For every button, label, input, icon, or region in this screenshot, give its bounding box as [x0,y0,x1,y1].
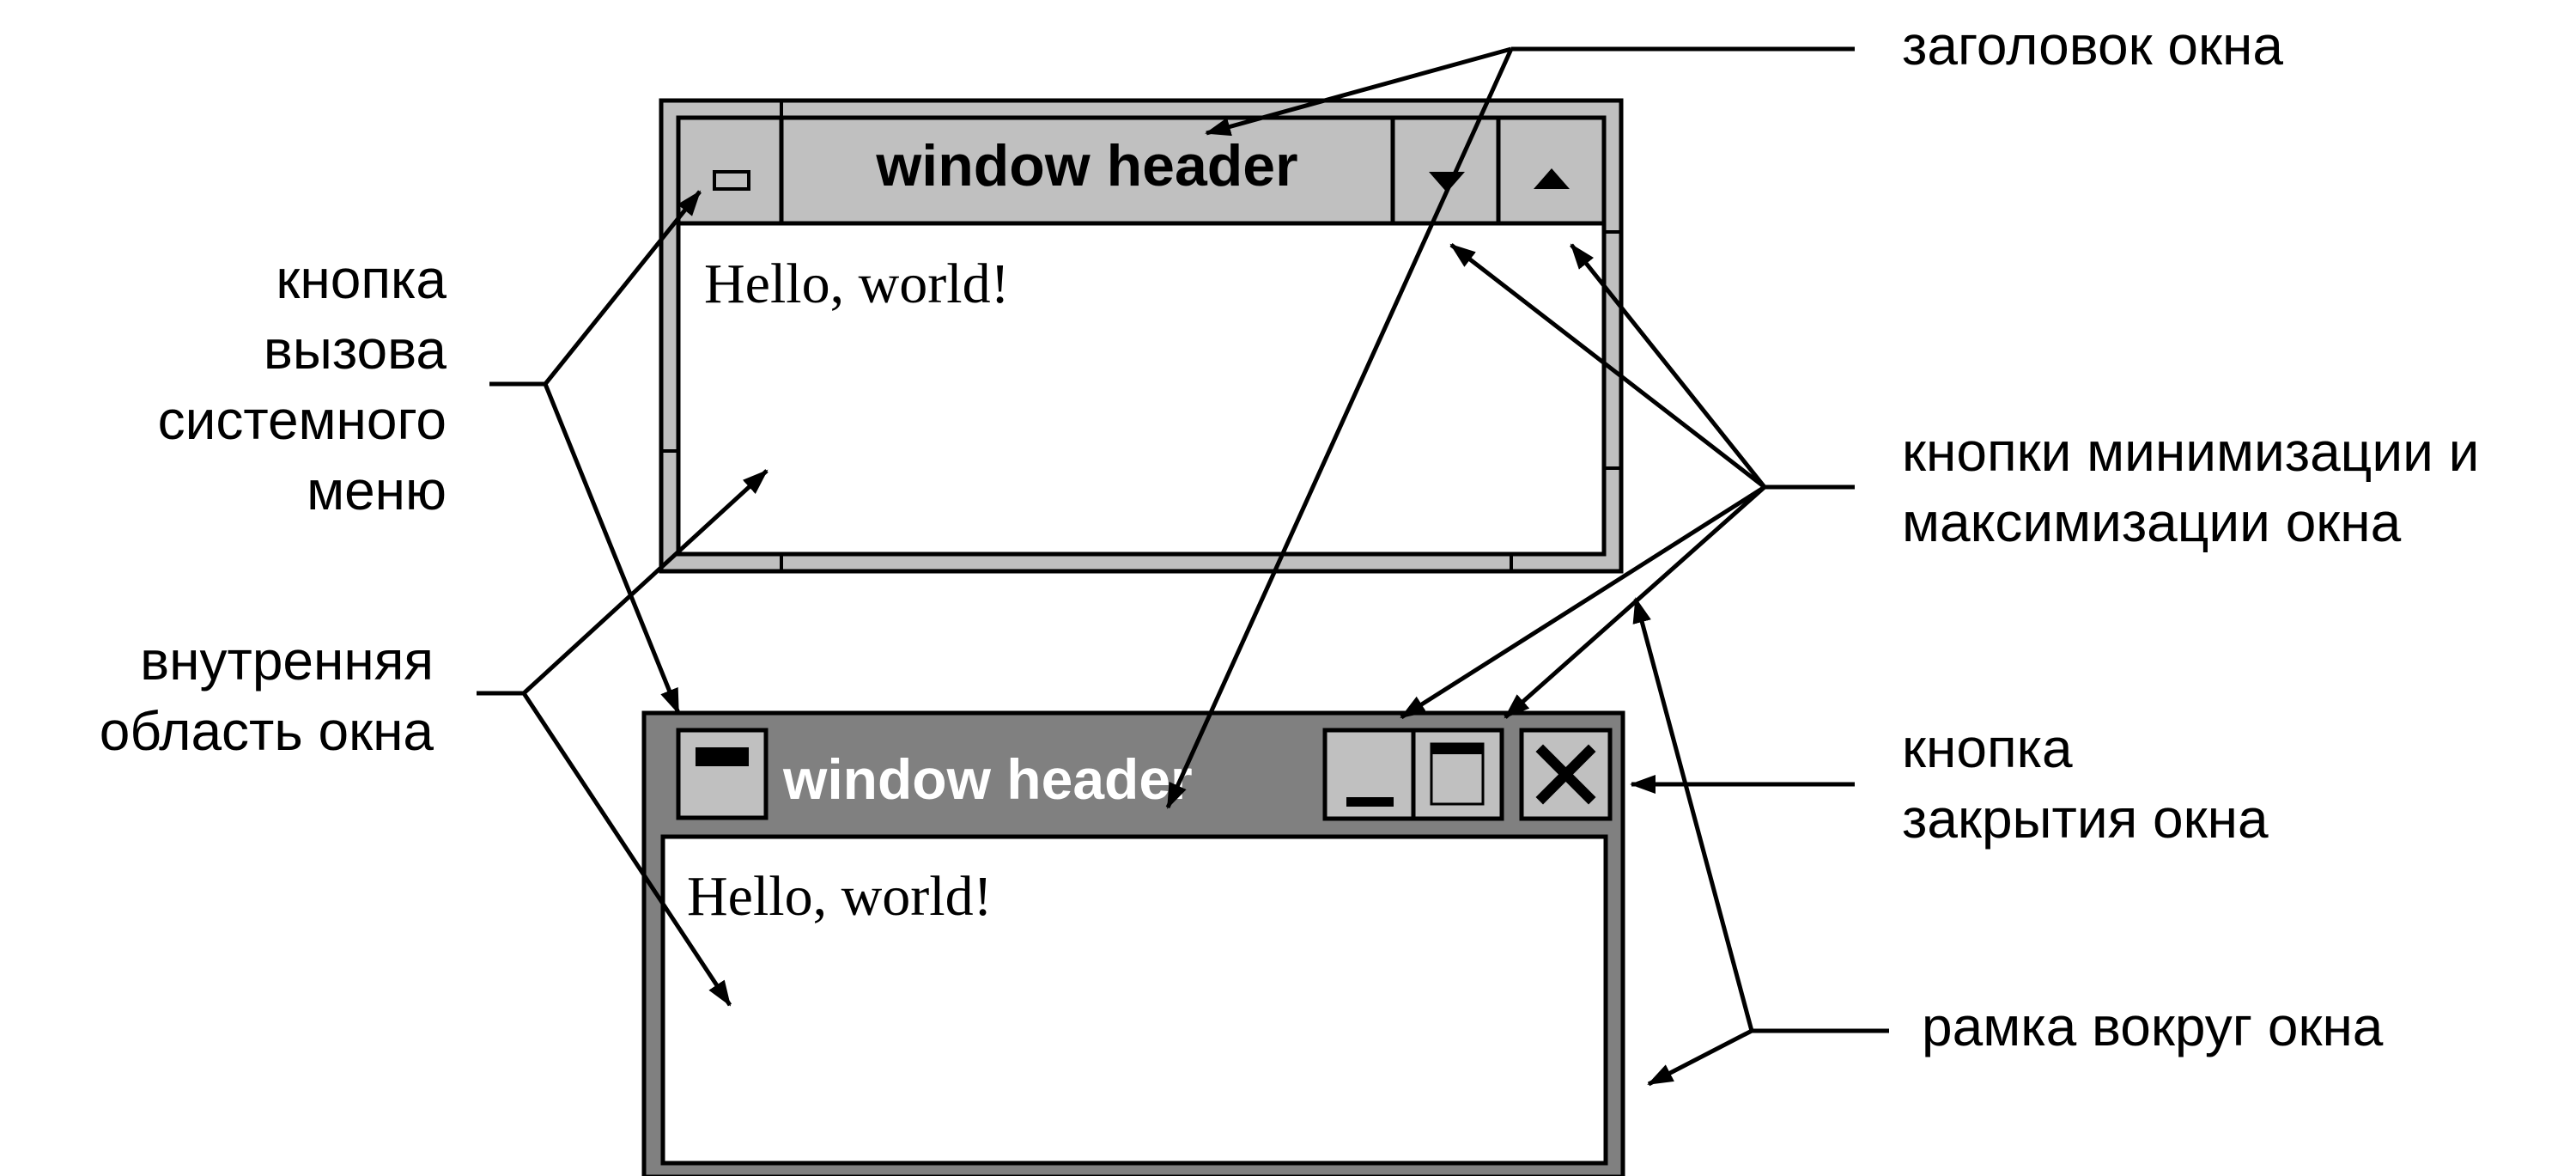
title-arrow-modern [1165,47,1514,809]
minimize-icon [1346,797,1394,807]
modern-maximize-button[interactable] [1411,728,1504,821]
triangle-up-icon [1534,168,1570,189]
minmax-arrow-classic-max [1570,243,1766,489]
classic-window: window header Hello, world! [659,98,1624,574]
classic-client-area [676,221,1607,557]
frame-arrow-modern [1647,1028,1753,1087]
classic-window-title: window header [875,133,1297,198]
label-system-menu-button: кнопка вызова системного меню [157,248,447,521]
close-icon [1535,744,1596,805]
label-client-area: внутренняя область окна [99,630,434,762]
frame-arrow-classic [1632,597,1754,1032]
classic-frame-segments [661,101,1621,571]
classic-content-text: Hello, world! [704,253,1010,315]
label-min-max-buttons: кнопки минимизации и максимизации окна [1902,421,2480,553]
classic-maximize-button[interactable] [1534,168,1570,189]
client-arrow-classic [522,469,769,695]
label-close-button: кнопка закрытия окна [1902,717,2269,850]
modern-window-title: window header [782,747,1193,811]
classic-system-menu-button[interactable] [713,170,750,191]
modern-content-text: Hello, world! [687,865,993,928]
minmax-arrow-modern-min [1400,484,1766,720]
modern-close-button[interactable] [1519,728,1613,821]
modern-minimize-button[interactable] [1322,728,1416,821]
triangle-down-icon [1429,172,1465,192]
client-arrow-modern [521,692,732,1007]
modern-window: window header Hello, world! [641,710,1625,1176]
classic-title-bar [676,115,1607,226]
title-arrow-classic [1205,46,1512,137]
classic-minimize-button[interactable] [1429,172,1465,192]
callout-lines [477,46,1889,1087]
sysmenu-arrow-classic [544,190,702,386]
modern-client-area [660,834,1608,1166]
modern-system-menu-button[interactable] [676,728,769,820]
label-window-frame: рамка вокруг окна [1922,996,2384,1057]
system-menu-icon [713,170,750,191]
system-menu-bar-icon [696,747,749,766]
minmax-arrow-classic-min [1449,243,1766,489]
label-window-title: заголовок окна [1902,15,2283,76]
maximize-icon [1430,742,1485,806]
sysmenu-arrow-modern [543,383,681,715]
